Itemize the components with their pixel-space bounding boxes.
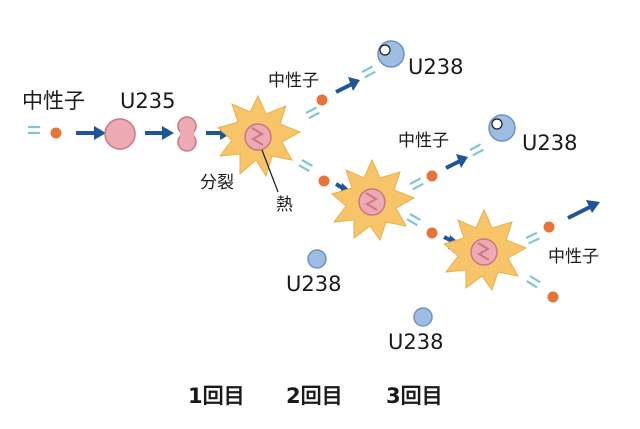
neutron-trail-lower xyxy=(297,158,314,173)
arrow-to-u235 xyxy=(76,126,106,140)
round-label-1: 1回目 xyxy=(188,384,245,408)
label-neutron-upper: 中性子 xyxy=(268,71,319,91)
neutron-trail xyxy=(26,125,42,135)
fission-burst-2 xyxy=(330,158,416,242)
label-u238-top: U238 xyxy=(408,55,463,79)
arrow-upper xyxy=(335,77,360,94)
label-u238-mid: U238 xyxy=(522,131,577,155)
neutron-incoming xyxy=(50,127,62,139)
label-neutron-out: 中性子 xyxy=(548,247,599,267)
neutron-mid xyxy=(426,170,438,182)
trail-to-u238-mid xyxy=(468,143,485,157)
heat-pointer xyxy=(261,149,279,193)
neutron-trail-lower-2 xyxy=(405,212,422,227)
fission-burst-1 xyxy=(216,94,302,178)
arrow-out xyxy=(567,200,600,220)
label-fission: 分裂 xyxy=(200,173,234,193)
arrow-mid xyxy=(445,154,468,170)
u238-idle-2 xyxy=(413,307,433,327)
u235-nucleus xyxy=(104,118,136,150)
neutron-lower xyxy=(318,175,330,187)
neutron-upper xyxy=(316,94,328,106)
u235-deformed xyxy=(177,116,197,152)
round-label-2: 2回目 xyxy=(286,384,343,408)
u238-mid xyxy=(488,114,516,142)
label-u235: U235 xyxy=(120,89,175,113)
label-heat: 熱 xyxy=(276,195,293,215)
neutron-out-up xyxy=(543,221,555,233)
neutron-trail-out-up xyxy=(524,231,541,245)
label-neutron-incoming: 中性子 xyxy=(22,89,85,113)
label-neutron-mid: 中性子 xyxy=(398,131,449,151)
u238-idle-1 xyxy=(307,249,327,269)
trail-to-u238-top xyxy=(360,65,377,79)
label-u238-idle-1: U238 xyxy=(286,272,341,296)
fission-burst-3 xyxy=(442,208,528,292)
neutron-lower-2 xyxy=(426,227,438,239)
round-label-3: 3回目 xyxy=(386,384,443,408)
neutron-trail-out-down xyxy=(525,274,542,289)
neutron-out-down xyxy=(547,291,559,303)
arrow-to-deformed xyxy=(145,126,174,140)
neutron-trail-mid xyxy=(408,177,425,191)
neutron-trail-upper xyxy=(304,106,321,120)
u238-top-absorbed-neutron xyxy=(379,44,391,56)
label-u238-idle-2: U238 xyxy=(388,330,443,354)
u238-mid-absorbed-neutron xyxy=(491,118,503,130)
